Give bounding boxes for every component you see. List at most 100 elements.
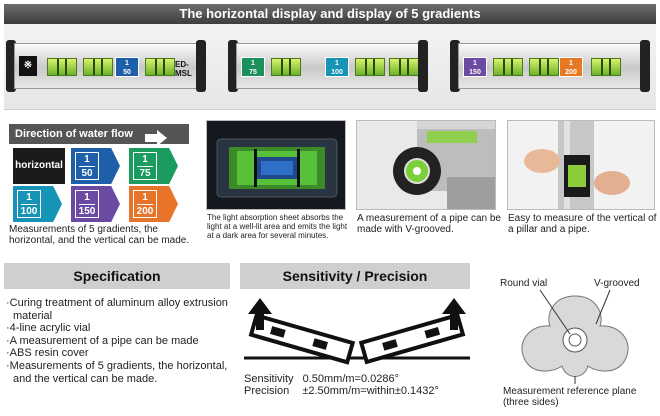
brand-label: ED-MSL [175, 60, 192, 78]
spec-item: ·Curing treatment of aluminum alloy extr… [6, 297, 228, 322]
vial [355, 58, 385, 76]
pipe-measure-illustration [357, 121, 495, 209]
reference-plane-label: Measurement reference plane [503, 386, 637, 397]
end-cap [418, 40, 428, 92]
denominator: 150 [78, 206, 96, 217]
denominator: 100 [20, 206, 38, 217]
flow-title-text: Direction of water flow [15, 128, 133, 140]
denominator: 75 [139, 168, 151, 179]
round-vial-label: Round vial [500, 278, 548, 289]
spec-item: ·ABS resin cover [6, 347, 89, 360]
vial-photo [206, 120, 346, 210]
end-cap [196, 40, 206, 92]
spec-item: ·A measurement of a pipe can be made [6, 334, 199, 347]
gradient-frame [133, 152, 157, 180]
vial [47, 58, 77, 76]
end-cap [640, 40, 650, 92]
vial [591, 58, 621, 76]
fraction-bar [137, 166, 153, 167]
vial [83, 58, 113, 76]
horizontal-label: horizontal [15, 160, 63, 171]
numerator: 1 [26, 192, 32, 203]
tag-bottom: 100 [331, 69, 343, 76]
sensitivity-value: 0.50mm/m=0.0286° [302, 373, 400, 385]
vial [145, 58, 175, 76]
numerator: 1 [84, 154, 90, 165]
section-banner: The horizontal display and display of 5 … [4, 4, 656, 24]
numerator: 1 [142, 192, 148, 203]
pipe-caption: A measurement of a pipe can be made with… [357, 213, 501, 235]
tag-top: 1 [473, 60, 477, 67]
vial [271, 58, 301, 76]
precision-row: Precision ±2.50mm/m=within±0.1432° [244, 385, 439, 397]
pipe-photo [356, 120, 496, 210]
up-arrow-icon [248, 298, 272, 330]
three-sides-label: (three sides) [503, 397, 559, 408]
gradient-frame [75, 190, 99, 218]
sensitivity-row: Sensitivity 0.50mm/m=0.0286° [244, 373, 399, 385]
flow-caption: Measurements of 5 gradients, the horizon… [9, 224, 190, 246]
numerator: 1 [84, 192, 90, 203]
v-grooved-label: V-grooved [594, 278, 640, 289]
fraction-bar [79, 204, 95, 205]
mode-mark: ※ [19, 56, 37, 76]
numerator: 1 [142, 154, 148, 165]
spec-item: ·Measurements of 5 gradients, the horizo… [6, 359, 228, 385]
end-cap [228, 40, 238, 92]
tag-bottom: 50 [123, 69, 131, 76]
tilt-diagram [244, 298, 470, 365]
sensitivity-title: Sensitivity / Precision [282, 268, 428, 284]
denominator: 50 [81, 168, 93, 179]
vial-closeup-illustration [207, 121, 345, 209]
flow-title: Direction of water flow [9, 124, 189, 146]
gradient-horizontal: horizontal [13, 148, 65, 184]
tag-top: 1 [569, 60, 573, 67]
pillar-caption: Easy to measure of the vertical of a pil… [508, 213, 657, 235]
gradient-frame [17, 190, 41, 218]
fraction-bar [79, 166, 95, 167]
tag-bottom: 75 [249, 69, 257, 76]
specification-list: ·Curing treatment of aluminum alloy extr… [6, 297, 236, 385]
gradient-frame [133, 190, 157, 218]
up-arrow-icon [442, 298, 466, 330]
precision-value: ±2.50mm/m=within±0.1432° [302, 385, 439, 397]
specification-header: Specification [4, 263, 230, 289]
fraction-bar [21, 204, 37, 205]
tag-bottom: 150 [469, 69, 481, 76]
end-cap [6, 40, 16, 92]
cross-section-diagram [521, 290, 629, 384]
vial [529, 58, 559, 76]
pillar-measure-illustration [508, 121, 654, 209]
banner-title: The horizontal display and display of 5 … [179, 6, 481, 21]
specification-title: Specification [73, 268, 161, 284]
vial [493, 58, 523, 76]
end-cap [450, 40, 460, 92]
spec-item: ·4-line acrylic vial [6, 322, 91, 335]
denominator: 200 [136, 206, 154, 217]
tag-bottom: 200 [565, 69, 577, 76]
tag-top: 1 [251, 60, 255, 67]
vial-caption: The light absorption sheet absorbs the l… [207, 213, 348, 240]
sensitivity-label: Sensitivity [244, 373, 294, 385]
